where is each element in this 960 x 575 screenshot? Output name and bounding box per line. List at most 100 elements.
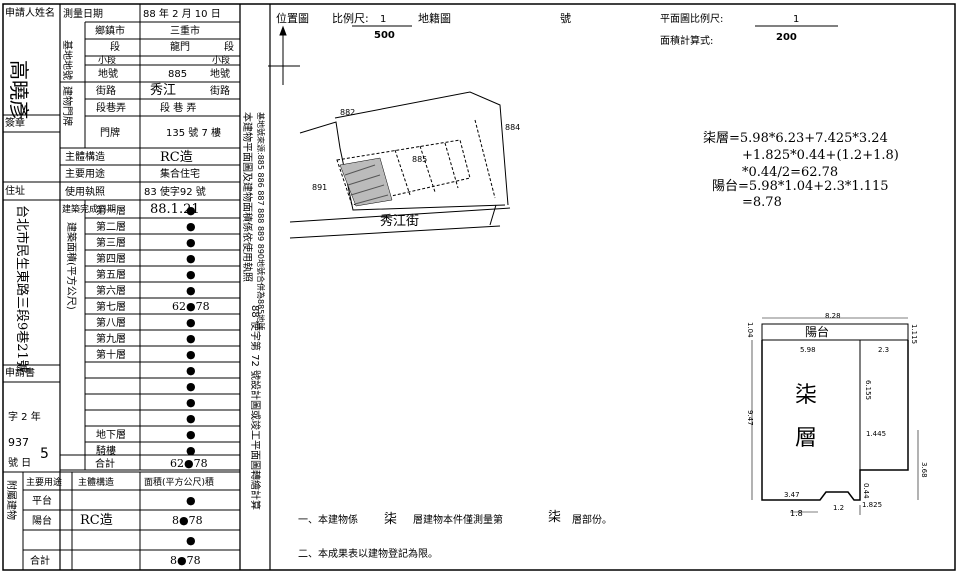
floor-name: 第二層 (96, 220, 126, 233)
annex-area: ● (186, 534, 196, 547)
survey-date-value: 88 年 2 月 10 日 (143, 7, 221, 20)
floor-name: 第一層 (96, 204, 126, 217)
floor-area-value: ● (186, 396, 196, 409)
annex-structure: RC造 (80, 513, 113, 528)
center-text: 本建物平面圖及建物面積係依使用執照 (241, 112, 254, 282)
dim-368: 3.68 (920, 462, 928, 478)
street-label: 街路 (96, 84, 116, 97)
calc-line-2: +1.825*0.44+(1.2+1.8) (742, 148, 899, 163)
floor-area-value: ● (186, 284, 196, 297)
floor-plan-drawing (751, 317, 919, 515)
floor-name: 第八層 (96, 316, 126, 329)
floor-area-value: ● (186, 252, 196, 265)
street-suffix: 街路 (210, 84, 230, 97)
land-no-label: 基地地號 (61, 40, 74, 80)
road-label: 秀江街 (380, 214, 419, 229)
parcel-885: 885 (412, 155, 427, 164)
applicant-label: 申請人姓名 (5, 6, 55, 19)
floor-area-value: ● (186, 412, 196, 425)
license-text: 88 使字第 72 號設計圖或竣工平面圖轉繪計算 (249, 305, 262, 510)
dim-23: 2.3 (878, 346, 889, 354)
floor-name: 第七層 (96, 300, 126, 313)
plan-scale-label: 平面圖比例尺: (660, 12, 723, 25)
parcel-884: 884 (505, 123, 520, 132)
floor-area-value: 62●78 (172, 300, 210, 313)
floor-area-value: ● (186, 444, 196, 457)
annex-use: 陽台 (32, 514, 52, 527)
dim-947: 9.47 (746, 410, 754, 426)
subsection-label: 小段 (98, 54, 116, 66)
site-plan-drawing (268, 25, 511, 239)
dim-left: 1.04 (746, 322, 754, 338)
land-number-suffix: 地號 (210, 67, 230, 80)
floor-name: 第三層 (96, 236, 126, 249)
annex-label: 附屬建物 (5, 480, 18, 520)
floor-area-value: ● (186, 380, 196, 393)
apply-year-label: 字 2 年 (8, 410, 41, 423)
total-value: 62●78 (170, 457, 208, 470)
note-1a: 一、本建物係 (298, 513, 358, 526)
parcel-882: 882 (340, 108, 355, 117)
site-scale-label: 比例尺: (332, 11, 369, 25)
apply-number: 5 (40, 446, 49, 462)
note-1c: 層建物本件僅測量第 (413, 513, 503, 526)
floor-area-value: ● (186, 364, 196, 377)
township-value: 三重市 (170, 24, 200, 37)
note-2: 二、本成果表以建物登記為限。 (298, 547, 438, 560)
floor-name: 第九層 (96, 332, 126, 345)
dim-6155: 6.155 (864, 380, 872, 400)
floor-area-value: ● (186, 428, 196, 441)
floor-area-value: ● (186, 268, 196, 281)
plan-scale-num: 1 (793, 14, 799, 25)
floor-area-value: ● (186, 348, 196, 361)
note-1b: 柒 (384, 512, 397, 527)
floor-area-value: ● (186, 332, 196, 345)
address-label: 住址 (5, 184, 25, 197)
dim-12: 1.2 (833, 504, 844, 512)
calc-line-3: *0.44/2=62.78 (742, 165, 838, 180)
apply-no-label: 號 日 (8, 456, 31, 469)
floor-name: 第五層 (96, 268, 126, 281)
applicant-address: 台北市民生東路三段9巷21號 (14, 205, 30, 373)
calc-line-5: =8.78 (742, 195, 782, 210)
lane-value: 段 巷 弄 (160, 101, 196, 114)
structure-label: 主體構造 (65, 150, 105, 163)
form-frame (2, 3, 956, 571)
lane-label: 段巷弄 (96, 101, 126, 114)
note-1d: 柒 (548, 510, 561, 525)
dim-right: 1.115 (910, 324, 918, 344)
dim-1825: 1.825 (862, 501, 882, 509)
use-label: 主要用途 (65, 167, 105, 180)
seal-label: 簽章 (5, 116, 25, 129)
land-number-value: 885 (168, 69, 187, 80)
left-table (3, 3, 241, 570)
annex-use: 平台 (32, 494, 52, 507)
floor-area-value: ● (186, 220, 196, 233)
floor-label-1: 柒 (795, 383, 817, 408)
floor-name: 騎樓 (96, 444, 116, 457)
dim-044: 0.44 (862, 483, 870, 499)
township-label: 鄉鎮市 (95, 24, 125, 37)
dim-347: 3.47 (784, 491, 800, 499)
dim-18: 1.8 (790, 509, 803, 518)
annex-area-header: 面積(平方公尺)積 (144, 476, 214, 488)
apply-month: 937 (8, 436, 29, 449)
floor-label-2: 層 (795, 426, 817, 451)
calc-line-1: 柒層=5.98*6.23+7.425*3.24 (703, 131, 888, 146)
structure-value: RC造 (160, 150, 193, 165)
dim-598: 5.98 (800, 346, 816, 354)
door-value: 135 號 7 樓 (166, 126, 221, 139)
annex-structure-header: 主體構造 (78, 476, 114, 488)
land-number-label: 地號 (98, 67, 118, 80)
parcel-891: 891 (312, 183, 327, 192)
annex-area: 8●78 (172, 514, 203, 527)
cadastral-label: 地籍圖 (418, 11, 451, 25)
subsection-suffix: 小段 (212, 54, 230, 66)
license-value: 83 使字92 號 (144, 185, 206, 198)
site-plan-title: 位置圖 (276, 11, 309, 25)
plan-scale-den: 200 (776, 32, 797, 43)
note-1e: 層部份。 (572, 513, 612, 526)
floor-name: 地下層 (96, 428, 126, 441)
